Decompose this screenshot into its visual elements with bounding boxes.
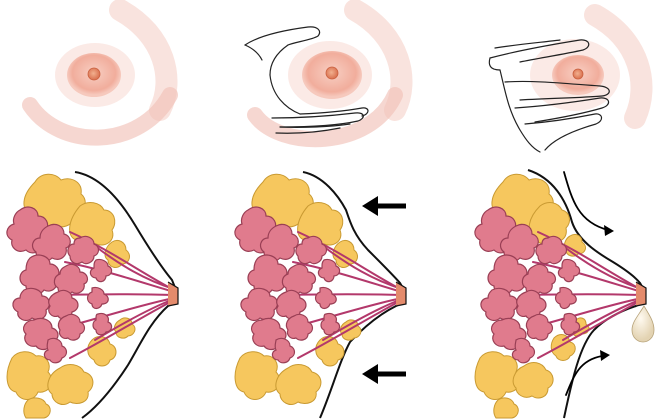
nipple-icon bbox=[573, 69, 583, 79]
nipple-icon bbox=[326, 67, 338, 79]
panel-2-external-view bbox=[245, 10, 402, 139]
panel-2-cross-section bbox=[235, 172, 406, 418]
nipple-icon bbox=[88, 68, 100, 80]
press-inward-arrow-bottom-icon bbox=[362, 364, 406, 384]
press-inward-arrow-top-icon bbox=[362, 196, 406, 216]
panel-3-external-view bbox=[489, 15, 641, 152]
panel-1-external-view bbox=[30, 10, 170, 138]
panel-3-cross-section bbox=[475, 170, 654, 418]
roll-forward-arrow-bottom-icon bbox=[566, 350, 610, 395]
roll-forward-arrow-top-icon bbox=[564, 172, 614, 236]
panel-1-cross-section bbox=[7, 172, 178, 418]
milk-drop-icon bbox=[632, 306, 654, 342]
